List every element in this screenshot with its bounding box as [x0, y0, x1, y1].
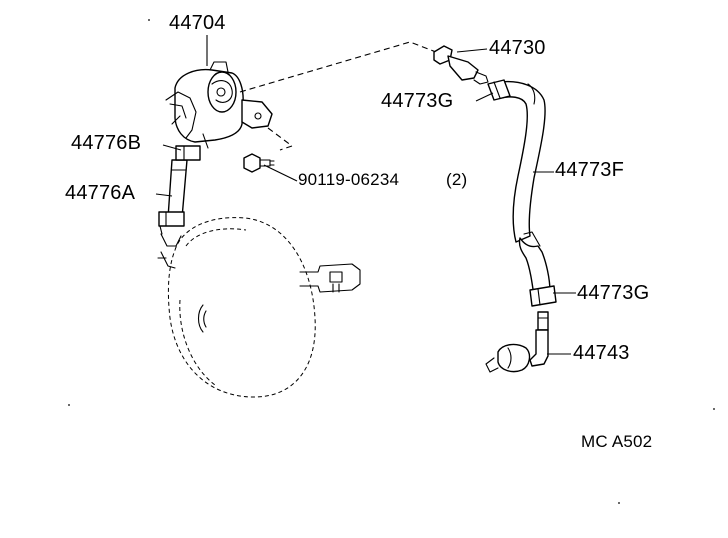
- hose-44776a: [158, 159, 188, 235]
- guide-line-tank-to-valve: [239, 41, 437, 93]
- label-44776b: 44776B: [71, 132, 142, 154]
- label-44743: 44743: [573, 342, 630, 364]
- clamp-44773g-top: [487, 79, 511, 101]
- hose-lower-segment: [518, 231, 551, 297]
- union-44743: [485, 311, 549, 373]
- check-valve-44730: [433, 45, 489, 85]
- figure-code: MC A502: [581, 432, 653, 451]
- label-90119-quantity: (2): [446, 170, 468, 189]
- clamp-44773g-bottom: [529, 285, 557, 307]
- label-44773g-top: 44773G: [381, 90, 454, 112]
- scan-specks: [68, 19, 715, 504]
- bolt-90119: [243, 153, 275, 173]
- leader-lines: [155, 35, 576, 355]
- label-44776a: 44776A: [65, 182, 136, 204]
- clamp-44776b: [175, 145, 201, 161]
- vacuum-tank-44704: [165, 61, 273, 149]
- label-90119-06234: 90119-06234: [298, 170, 400, 189]
- guide-line-bolt: [267, 127, 294, 151]
- hose-44773f: [499, 80, 546, 243]
- label-44773g-bottom: 44773G: [577, 282, 650, 304]
- label-44730: 44730: [489, 37, 546, 59]
- brake-booster: [157, 217, 361, 398]
- label-44704: 44704: [169, 12, 226, 34]
- label-44773f: 44773F: [555, 159, 625, 181]
